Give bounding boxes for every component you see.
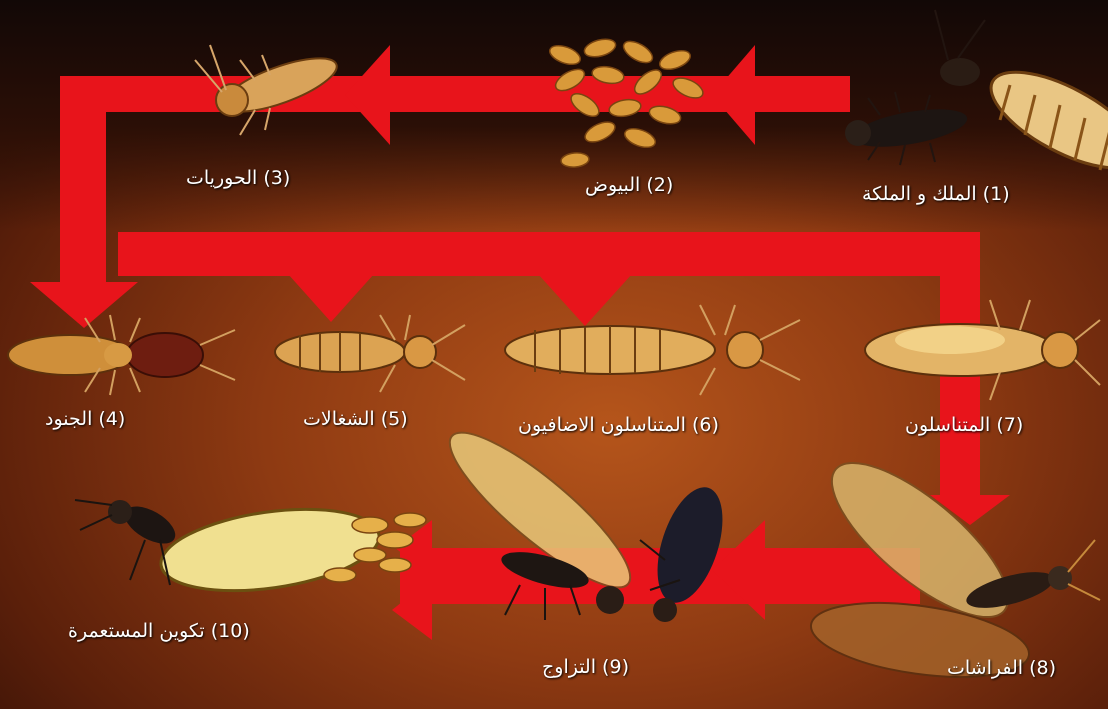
- arrow-left-band: [60, 76, 106, 286]
- label-workers: (5) الشغالات: [303, 408, 408, 430]
- arrowhead-to-soldiers: [30, 282, 138, 328]
- label-colony-founding: (10) تكوين المستعمرة: [68, 620, 250, 642]
- label-alates: (8) الفراشات: [947, 657, 1056, 679]
- arrow-middle-band: [118, 232, 958, 276]
- label-pairing: (9) التزاوج: [542, 656, 629, 678]
- arrowhead-to-eggs: [712, 45, 755, 145]
- soldier-illustration: [8, 315, 235, 395]
- label-king-queen: (1) الملك و الملكة: [862, 183, 1010, 205]
- colony-founding-illustration: [75, 497, 426, 603]
- label-nymphs: (3) الحوريات: [186, 167, 290, 189]
- arrowhead-to-supplementary: [538, 274, 632, 326]
- arrowhead-to-workers: [288, 274, 374, 322]
- label-supplementary-reproductives: (6) المتناسلون الاضافيون: [518, 414, 719, 436]
- label-reproductives: (7) المتناسلون: [905, 414, 1023, 436]
- arrowhead-to-nymphs: [345, 45, 390, 145]
- king-queen-illustration: [845, 10, 1108, 187]
- label-eggs: (2) البيوض: [585, 174, 673, 196]
- supplementary-reproductive-illustration: [505, 305, 800, 395]
- worker-illustration: [275, 315, 465, 392]
- label-soldiers: (4) الجنود: [45, 408, 125, 430]
- reproductive-illustration: [865, 300, 1100, 400]
